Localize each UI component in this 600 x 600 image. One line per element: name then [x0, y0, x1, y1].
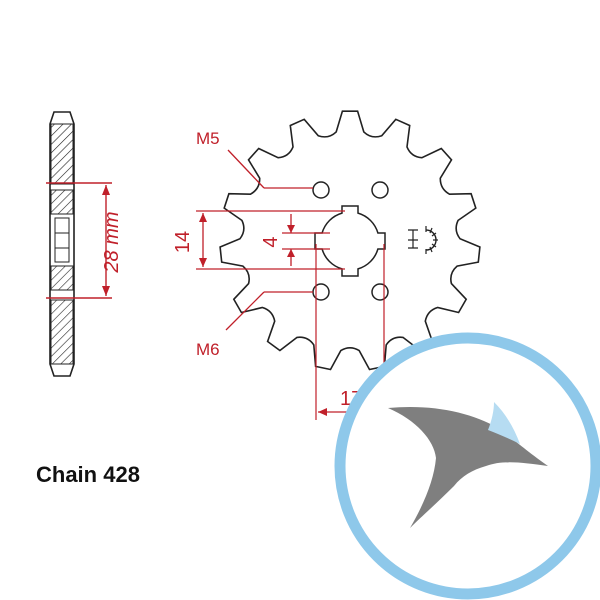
thread-label-bottom: M6 [196, 340, 220, 359]
splined-bore [314, 205, 386, 277]
width-dimension: 28 mm [46, 182, 123, 299]
sprocket-brand-icon [408, 226, 438, 254]
sprocket-side-profile [49, 111, 75, 377]
thread-label-top: M5 [196, 129, 220, 148]
spline-tooth-label: 4 [260, 236, 282, 247]
sprocket-dimensions: M5 M6 14 4 17 [172, 129, 385, 420]
bolt-hole-bottom-right [371, 283, 389, 301]
bird-wing-logo-icon [334, 332, 600, 600]
bolt-hole-top-left [312, 181, 330, 199]
spline-outer-label: 14 [172, 231, 194, 253]
width-dimension-label: 28 mm [101, 211, 123, 273]
bolt-hole-top-right [371, 181, 389, 199]
chain-size-label: Chain 428 [36, 462, 140, 487]
